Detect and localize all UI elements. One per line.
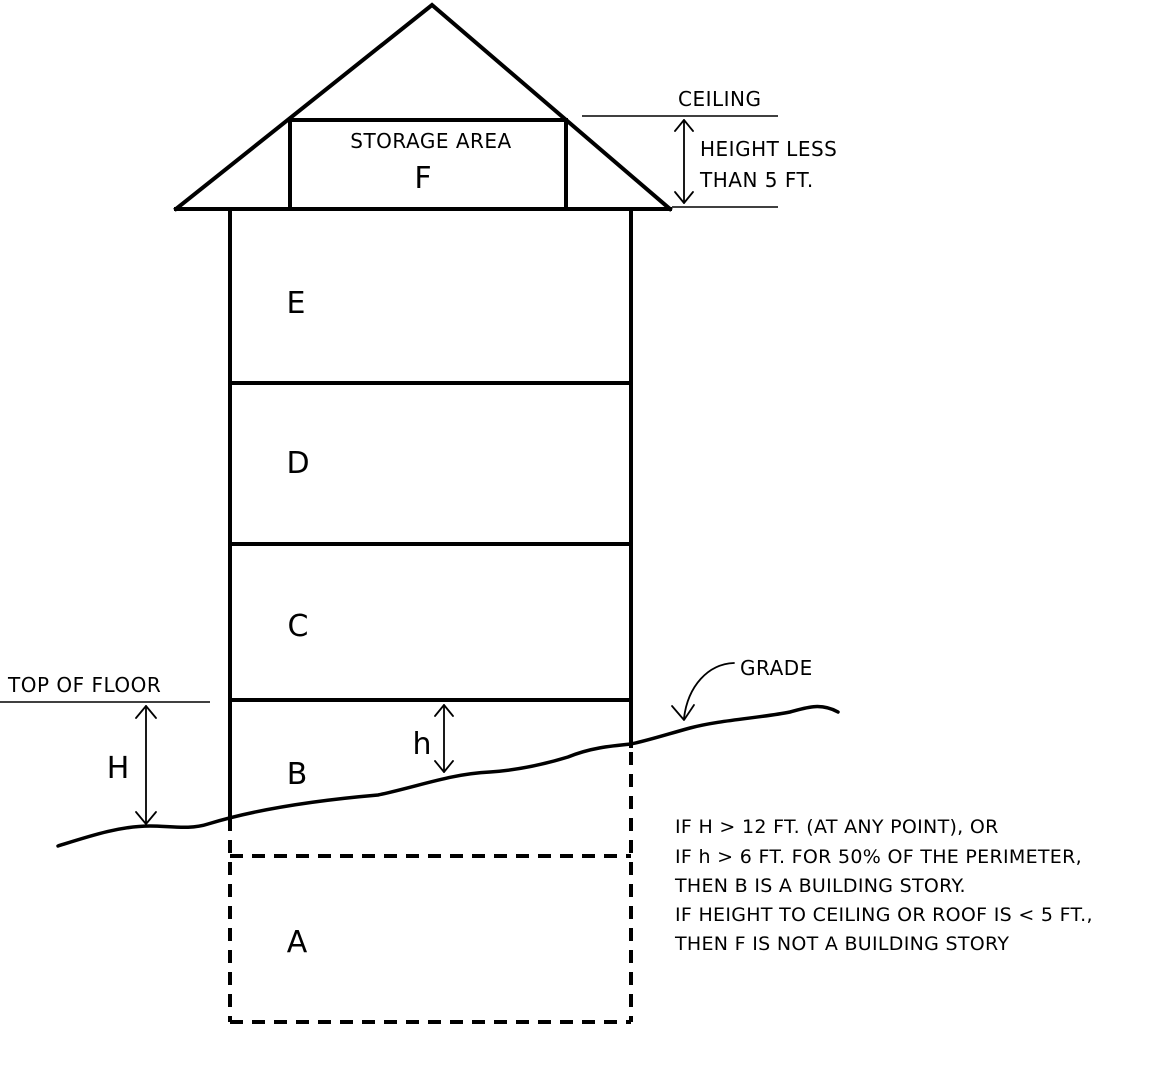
storage-area-label: STORAGE AREA — [350, 129, 511, 153]
room-f-label: F — [414, 161, 431, 196]
attic-height-arrow-top-head — [674, 119, 694, 132]
ceiling-label: CEILING — [678, 87, 762, 111]
grade-pointer-arrow — [683, 662, 735, 719]
grade-pointer-arrow-head — [671, 704, 695, 721]
small-h-arrow-top-head — [434, 704, 454, 717]
note-line-2: IF h > 6 FT. FOR 50% OF THE PERIMETER, — [675, 846, 1082, 868]
big-h-label: H — [107, 751, 130, 786]
big-h-arrow-top-head — [135, 705, 157, 719]
height-less-label: HEIGHT LESS — [700, 137, 837, 161]
grade-label: GRADE — [740, 656, 813, 680]
small-h-label: h — [412, 727, 431, 762]
room-c-label: C — [288, 609, 309, 644]
note-line-5: THEN F IS NOT A BUILDING STORY — [674, 933, 1009, 955]
attic-height-arrow-bottom-head — [674, 191, 694, 204]
big-h-arrow-bottom-head — [135, 811, 157, 825]
small-h-arrow-bottom-head — [434, 760, 454, 773]
than-5-ft-label: THAN 5 FT. — [699, 168, 814, 192]
note-line-4: IF HEIGHT TO CEILING OR ROOF IS < 5 FT., — [675, 904, 1093, 926]
grade-line — [56, 704, 840, 848]
top-of-floor-label: TOP OF FLOOR — [7, 673, 161, 697]
room-b-label: B — [287, 757, 308, 792]
note-line-1: IF H > 12 FT. (AT ANY POINT), OR — [675, 816, 999, 838]
room-a-label: A — [287, 925, 308, 960]
room-e-label: E — [287, 286, 306, 321]
note-line-3: THEN B IS A BUILDING STORY. — [674, 875, 966, 897]
room-d-label: D — [286, 446, 309, 481]
roof-outline — [173, 2, 673, 212]
